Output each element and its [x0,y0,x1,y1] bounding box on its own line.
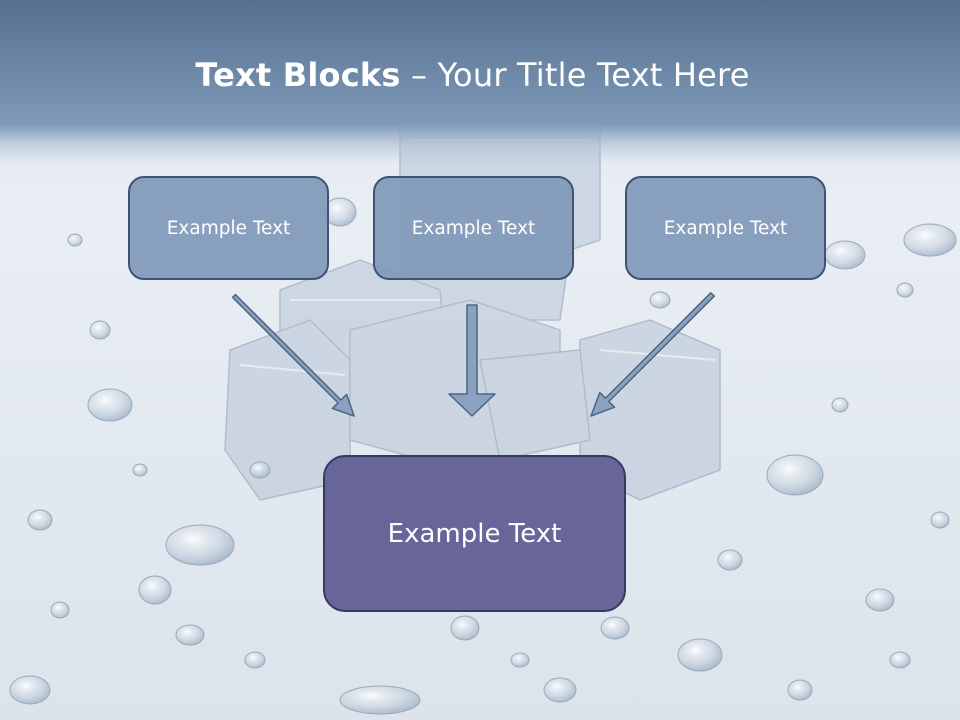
text-block-3-label: Example Text [663,217,788,239]
down-right-arrow-icon [231,293,355,417]
down-arrow-icon [448,304,496,417]
down-left-arrow-icon [590,292,715,417]
title-dash: – [410,56,428,94]
text-block-3[interactable]: Example Text [625,176,826,280]
center-text-block[interactable]: Example Text [323,455,626,612]
text-block-1-label: Example Text [166,217,291,239]
text-block-2-label: Example Text [411,217,536,239]
text-block-1[interactable]: Example Text [128,176,329,280]
title-rest: Your Title Text Here [437,56,750,94]
center-text-block-label: Example Text [387,518,562,549]
title-band [0,0,960,165]
text-block-2[interactable]: Example Text [373,176,574,280]
water-drops [9,197,957,715]
slide-title: Text Blocks – Your Title Text Here [0,52,945,98]
title-bold-part: Text Blocks [195,56,401,94]
